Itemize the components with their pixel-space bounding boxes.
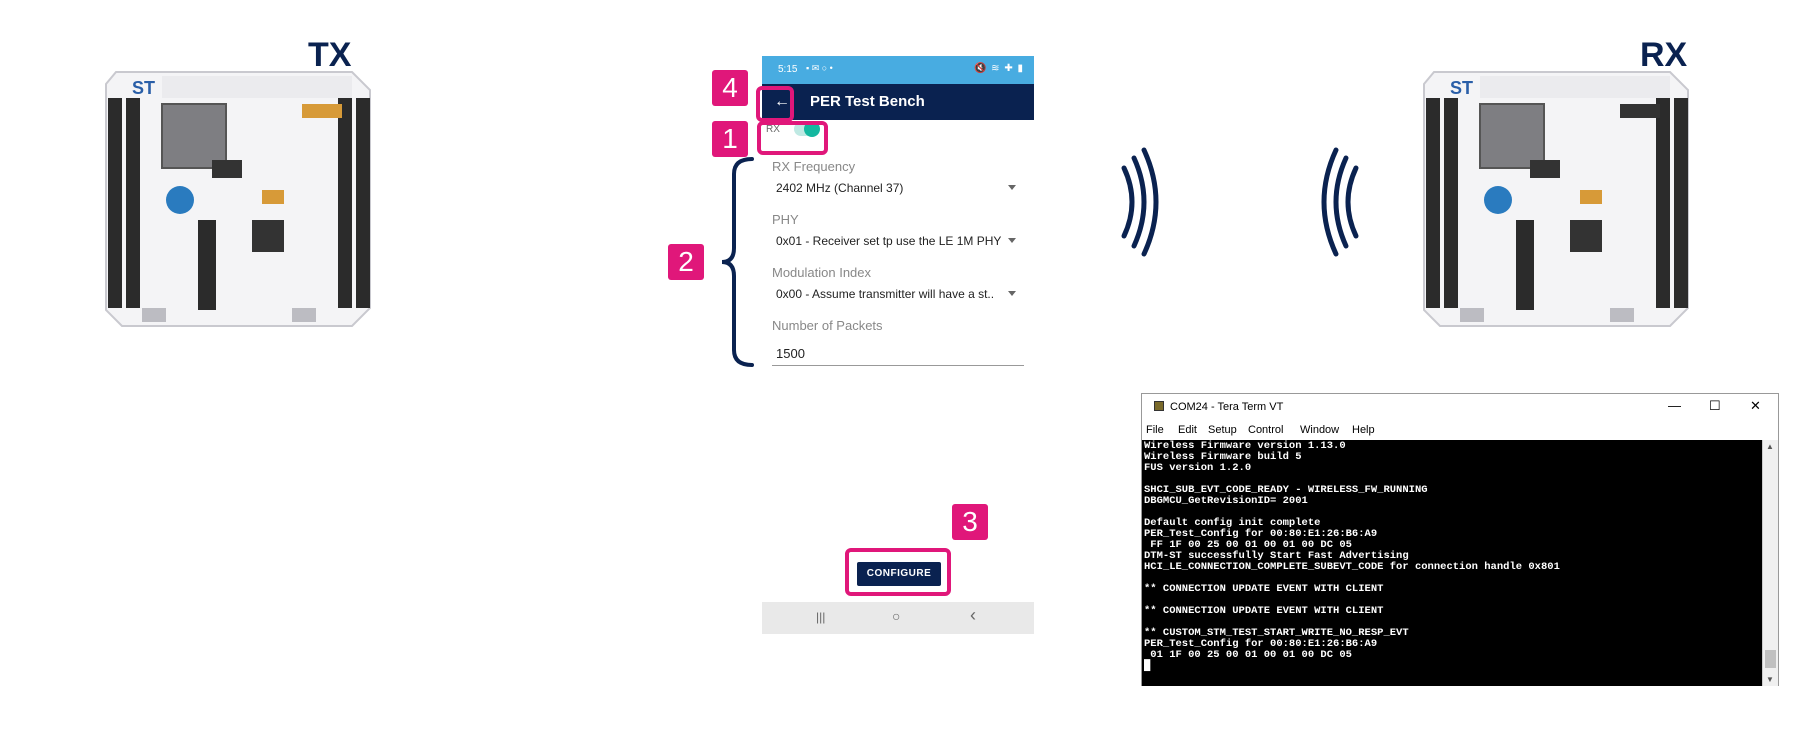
terminal-output[interactable]: Wireless Firmware version 1.13.0 Wireles… [1142,440,1762,686]
svg-text:ST: ST [132,78,155,98]
callout-box-configure [845,548,951,596]
tx-title: TX [308,36,352,74]
status-bar: 5:15 ▪ ✉ ○ • 🔇 ≋ ✚ ▮ [762,56,1034,84]
rx-radio-waves-icon [1321,147,1359,257]
modulation-index-select[interactable]: 0x00 - Assume transmitter will have a st… [772,282,1024,306]
terminal-scrollbar[interactable]: ▲ ▼ [1762,440,1778,686]
tera-term-app-icon [1154,401,1164,411]
status-notification-icons: ▪ ✉ ○ • [806,63,833,73]
recents-icon[interactable]: ||| [816,610,826,624]
rx-toggle-switch[interactable] [794,121,820,137]
maximize-icon[interactable]: ☐ [1709,398,1721,413]
menu-setup[interactable]: Setup [1208,424,1237,436]
callout-number-4: 4 [712,70,748,106]
nav-back-icon[interactable]: ‹ [970,605,976,625]
rx-frequency-label: RX Frequency [772,159,856,174]
modulation-index-label: Modulation Index [772,265,872,280]
scroll-down-icon[interactable]: ▼ [1766,675,1774,684]
phy-label: PHY [772,212,799,227]
callout-number-1: 1 [712,121,748,157]
status-system-icons: 🔇 ≋ ✚ ▮ [973,63,1024,74]
android-nav-bar: ||| ○ ‹ [762,602,1034,634]
number-of-packets-input[interactable]: 1500 [772,340,1024,366]
rx-title: RX [1640,36,1688,74]
phy-select[interactable]: 0x01 - Receiver set tp use the LE 1M PHY [772,229,1024,253]
app-title: PER Test Bench [810,93,925,110]
close-icon[interactable]: ✕ [1750,398,1761,413]
number-of-packets-label: Number of Packets [772,318,883,333]
modulation-index-value: 0x00 - Assume transmitter will have a st… [776,287,995,301]
menu-edit[interactable]: Edit [1178,424,1197,436]
terminal-titlebar: COM24 - Tera Term VT — ☐ ✕ [1142,394,1778,420]
phy-value: 0x01 - Receiver set tp use the LE 1M PHY [776,234,1002,248]
scrollbar-thumb[interactable] [1765,650,1776,668]
dropdown-caret-icon [1008,291,1016,296]
callout-number-2: 2 [668,244,704,280]
callout-box-rx-toggle [757,121,828,155]
svg-text:ST: ST [1450,78,1473,98]
menu-help[interactable]: Help [1352,424,1375,436]
configure-button[interactable]: CONFIGURE [857,562,941,586]
tera-term-window: COM24 - Tera Term VT — ☐ ✕ File Edit Set… [1141,393,1779,686]
callout-number-3: 3 [952,504,988,540]
tx-nucleo-board-image: ST [105,71,371,327]
menu-control[interactable]: Control [1248,424,1284,436]
rx-frequency-value: 2402 MHz (Channel 37) [776,181,904,195]
terminal-title: COM24 - Tera Term VT [1170,401,1284,413]
terminal-menu-bar: File Edit Setup Control Window Help [1142,420,1778,440]
app-bar: ← PER Test Bench [762,84,1034,120]
menu-window[interactable]: Window [1300,424,1340,436]
status-time: 5:15 [778,64,798,75]
callout-box-back-button [756,86,794,122]
tx-radio-waves-icon [1121,147,1159,257]
toggle-knob [804,121,820,137]
minimize-icon[interactable]: — [1668,398,1681,413]
rx-frequency-select[interactable]: 2402 MHz (Channel 37) [772,176,1024,200]
rx-nucleo-board-image: ST [1423,71,1689,327]
dropdown-caret-icon [1008,238,1016,243]
menu-file[interactable]: File [1146,424,1164,436]
scroll-up-icon[interactable]: ▲ [1766,442,1774,451]
number-of-packets-value: 1500 [776,346,805,361]
dropdown-caret-icon [1008,185,1016,190]
fields-bracket [721,157,754,367]
back-arrow-icon[interactable]: ← [774,93,790,110]
rx-toggle-label: RX [766,124,780,135]
home-icon[interactable]: ○ [892,608,901,624]
